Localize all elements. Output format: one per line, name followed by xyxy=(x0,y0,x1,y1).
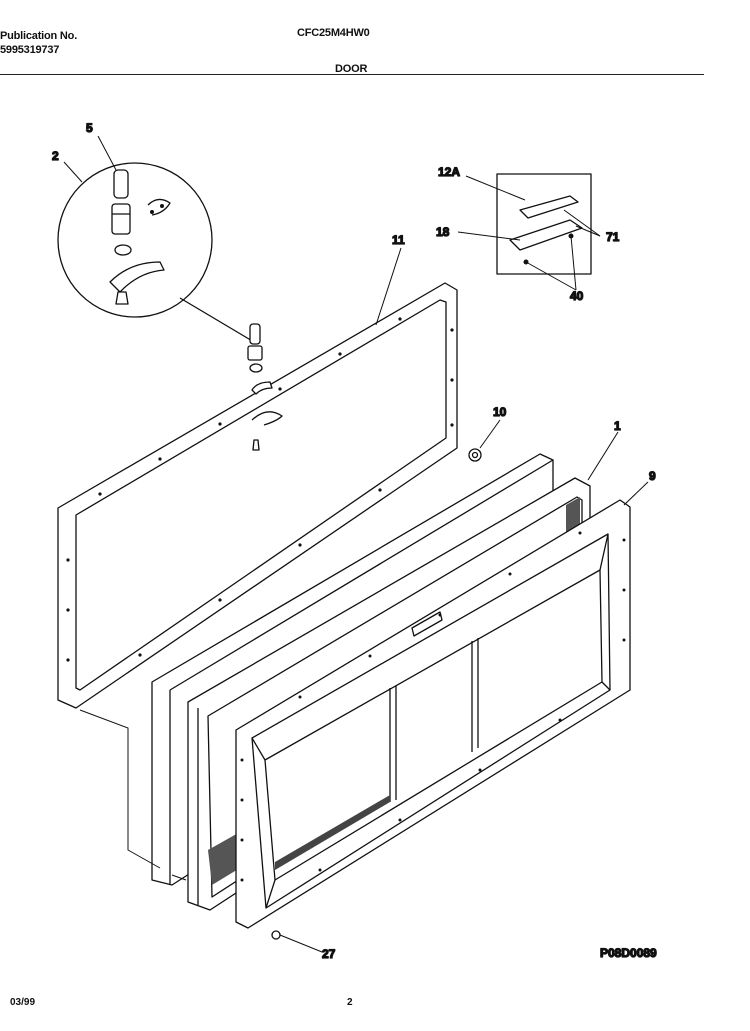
model-number: CFC25M4HW0 xyxy=(297,27,370,39)
hinge-assembly-detail-2 xyxy=(57,162,255,343)
footer-page-number: 2 xyxy=(347,997,353,1008)
label-part-10: 10 xyxy=(493,405,507,419)
label-part-2: 2 xyxy=(52,149,59,163)
publication-number: 5995319737 xyxy=(0,44,60,56)
diagram-leader-lines xyxy=(63,135,649,953)
door-frame-9 xyxy=(235,499,631,929)
label-part-40: 40 xyxy=(570,289,584,303)
label-part-5: 5 xyxy=(86,121,93,135)
footer-date: 03/99 xyxy=(10,997,36,1008)
screw-27 xyxy=(271,930,281,940)
bumper-10 xyxy=(468,448,482,462)
label-part-11: 11 xyxy=(392,233,405,247)
label-part-27: 27 xyxy=(322,947,336,961)
handle-inset-detail xyxy=(496,173,592,275)
publication-label: Publication No. xyxy=(0,30,78,42)
hinge-assembly-installed xyxy=(247,323,283,451)
door-gasket-11 xyxy=(57,282,458,709)
diagram-code: P08D0089 xyxy=(600,946,657,960)
header-rule xyxy=(0,74,704,75)
label-part-12a: 12A xyxy=(438,165,460,179)
label-part-9: 9 xyxy=(649,469,656,483)
label-part-18: 18 xyxy=(436,225,450,239)
label-part-1: 1 xyxy=(614,419,621,433)
label-part-71: 71 xyxy=(606,230,620,244)
section-title: DOOR xyxy=(335,63,368,75)
